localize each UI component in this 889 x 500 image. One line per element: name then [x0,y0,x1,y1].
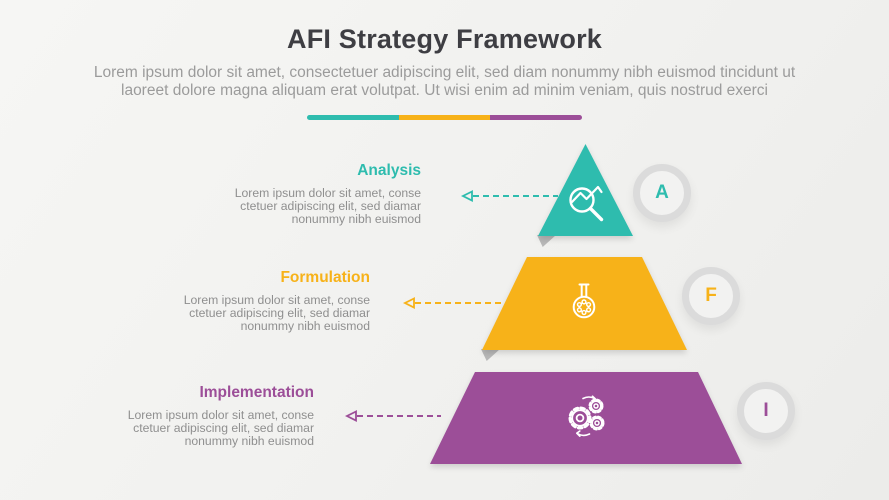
badge-letter: A [655,182,669,203]
letter-badge-formulation: F [682,267,740,325]
arrowhead-left-icon [344,410,357,422]
dashed-connector-implementation [357,415,441,417]
letter-badge-analysis: A [633,164,691,222]
implementation-text-block: Implementation Lorem ipsum dolor sit ame… [34,384,314,447]
page-title: AFI Strategy Framework [287,24,602,54]
page-subtitle: Lorem ipsum dolor sit amet, consectetuer… [93,64,796,99]
arrowhead-left-icon [460,190,473,202]
implementation-description: Lorem ipsum dolor sit amet, conse ctetue… [127,408,314,448]
formulation-label: Formulation [280,269,370,286]
flask-icon [572,283,596,319]
gears-icon [568,395,605,437]
badge-letter: I [763,400,769,421]
analysis-text-block: Analysis Lorem ipsum dolor sit amet, con… [141,162,421,225]
analysis-label: Analysis [357,162,421,179]
formulation-text-block: Formulation Lorem ipsum dolor sit amet, … [90,269,370,332]
badge-letter: F [705,285,717,306]
formulation-description: Lorem ipsum dolor sit amet, conse ctetue… [183,293,370,333]
letter-badge-implementation: I [737,382,795,440]
fold-corner-formulation [481,349,500,361]
arrowhead-left-icon [402,297,415,309]
dashed-connector-analysis [473,195,558,197]
fold-corner-analysis [537,235,556,247]
pyramid-bottom-implementation [430,372,742,464]
divider-segment-analysis [307,115,399,120]
tricolor-divider [307,115,582,120]
divider-segment-formulation [398,115,491,120]
divider-segment-implementation [490,115,582,120]
analysis-description: Lorem ipsum dolor sit amet, conse ctetue… [234,186,421,226]
implementation-label: Implementation [199,384,314,401]
dashed-connector-formulation [415,302,503,304]
magnifier-chart-icon [569,185,604,222]
